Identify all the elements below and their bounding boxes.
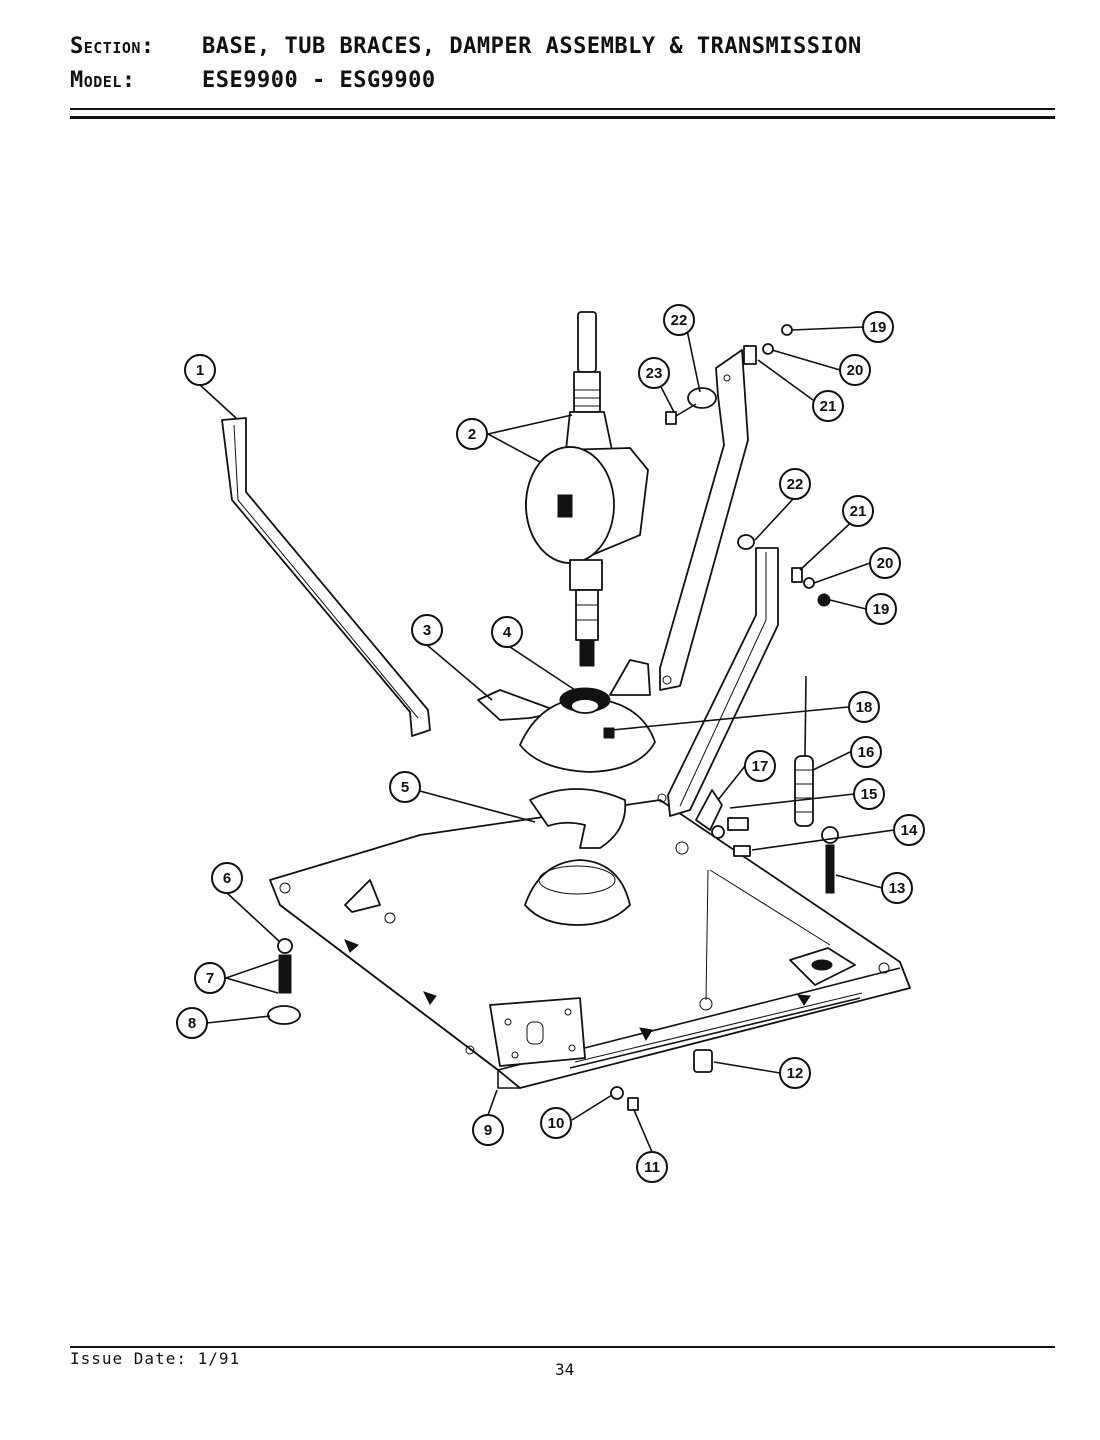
callout-1: 1 [184,354,216,386]
transmission [525,311,649,667]
svg-text:17: 17 [752,758,769,775]
svg-text:22: 22 [787,476,804,493]
svg-text:16: 16 [858,744,875,761]
callout-15: 15 [853,778,885,810]
callout-20-upper: 20 [839,354,871,386]
svg-text:6: 6 [223,870,231,887]
svg-text:23: 23 [646,365,663,382]
svg-text:14: 14 [901,822,918,839]
callout-6: 6 [211,862,243,894]
callout-16: 16 [850,736,882,768]
svg-text:19: 19 [873,601,890,618]
model-numbers: ESE9900 - ESG9900 [202,68,436,93]
svg-text:5: 5 [401,779,409,796]
svg-text:13: 13 [889,880,906,897]
issue-date: Issue Date: 1/91 [70,1349,241,1368]
snubber [529,788,627,849]
svg-text:18: 18 [856,699,873,716]
callout-17: 17 [744,750,776,782]
callout-22-upper: 22 [663,304,695,336]
callout-20-lower: 20 [869,547,901,579]
svg-text:7: 7 [206,970,214,987]
callout-leaders [199,326,895,1153]
svg-text:12: 12 [787,1065,804,1082]
section-line: Section: BASE, TUB BRACES, DAMPER ASSEMBL… [70,34,862,59]
section-label: Section: [70,34,155,59]
header-rule-thick [70,116,1055,119]
callout-10: 10 [540,1107,572,1139]
callout-21-upper: 21 [812,390,844,422]
base-plate [269,793,911,1089]
svg-text:2: 2 [468,426,476,443]
section-title: BASE, TUB BRACES, DAMPER ASSEMBLY & TRAN… [202,34,862,59]
callout-7: 7 [194,962,226,994]
svg-text:15: 15 [861,786,878,803]
callout-21-lower: 21 [842,495,874,527]
callout-22-lower: 22 [779,468,811,500]
hardware [267,324,839,1111]
callout-2: 2 [456,418,488,450]
footer-rule [70,1346,1055,1348]
svg-text:20: 20 [877,555,894,572]
callout-23: 23 [638,357,670,389]
svg-text:3: 3 [423,622,431,639]
svg-text:4: 4 [503,624,512,641]
tub-brace-left [221,417,431,737]
svg-text:10: 10 [548,1115,565,1132]
svg-text:9: 9 [484,1122,492,1139]
svg-text:21: 21 [850,503,867,520]
callout-11: 11 [636,1151,668,1183]
callout-8: 8 [176,1007,208,1039]
model-label: Model: [70,68,136,93]
svg-text:19: 19 [870,319,887,336]
callout-3: 3 [411,614,443,646]
page-number: 34 [555,1360,575,1379]
callout-12: 12 [779,1057,811,1089]
tub-brace-right-upper [659,349,749,691]
tub-brace-right-lower [667,547,779,817]
svg-text:1: 1 [196,362,204,379]
svg-text:11: 11 [644,1159,660,1176]
callout-18: 18 [848,691,880,723]
callout-14: 14 [893,814,925,846]
svg-text:20: 20 [847,362,864,379]
damper-assembly [477,659,656,773]
svg-text:8: 8 [188,1015,196,1032]
model-line: Model: ESE9900 - ESG9900 [70,68,436,93]
callout-19-lower: 19 [865,593,897,625]
callout-4: 4 [491,616,523,648]
callout-9: 9 [472,1114,504,1146]
svg-text:22: 22 [671,312,688,329]
callout-19-upper: 19 [862,311,894,343]
callout-13: 13 [881,872,913,904]
header-rule [70,108,1055,110]
svg-text:21: 21 [820,398,837,415]
callout-5: 5 [389,771,421,803]
